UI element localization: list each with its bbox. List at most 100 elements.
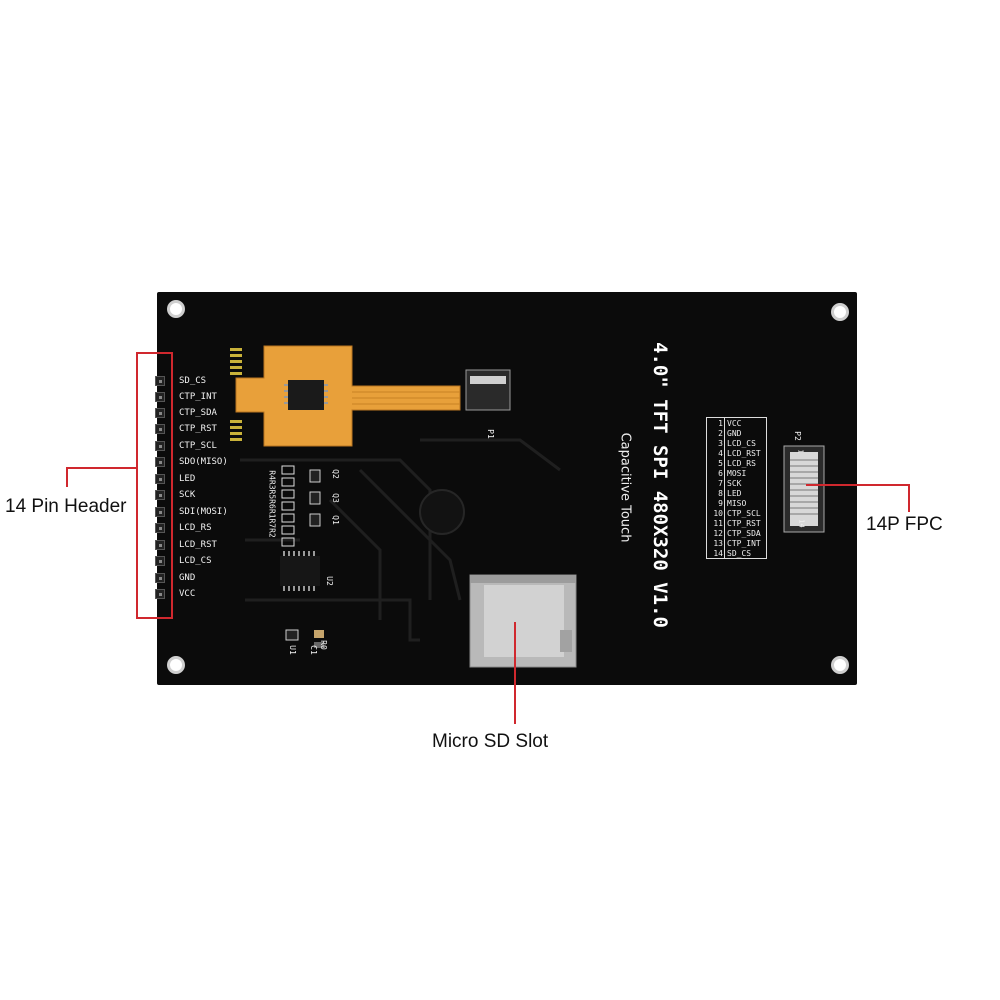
pin-signal: MISO: [727, 499, 747, 508]
header-pin: [155, 376, 165, 386]
pin-number: 6: [718, 469, 723, 478]
table-row: 9 MISO: [707, 499, 766, 509]
fpc-leader-horizontal: [806, 484, 910, 486]
header-pin: [155, 424, 165, 434]
mounting-hole-bottom-left: [167, 656, 185, 674]
mounting-hole-top-left: [167, 300, 185, 318]
header-pin: [155, 556, 165, 566]
header-pin: [155, 408, 165, 418]
header-pin: [155, 441, 165, 451]
pin-label: SDI(MOSI): [179, 507, 228, 517]
fpc-pinout-table: 1 VCC 2 GND 3 LCD_CS 4 LCD_RST 5 LCD_RS 6 MOSI…: [706, 417, 767, 559]
pin-signal: LCD_CS: [727, 439, 756, 448]
pin-number: 12: [713, 529, 723, 538]
table-divider: [724, 418, 725, 558]
pin-number: 14: [713, 549, 723, 558]
header-pin: [155, 474, 165, 484]
sd-slot-leader: [514, 622, 516, 724]
pin-label: CTP_SCL: [179, 441, 217, 451]
pin-signal: GND: [727, 429, 742, 438]
table-row: 5 LCD_RS: [707, 459, 766, 469]
pin-label: CTP_INT: [179, 392, 217, 402]
table-row: 8 LED: [707, 489, 766, 499]
mounting-hole-top-right: [831, 303, 849, 321]
fpc-callout: 14P FPC: [866, 514, 943, 535]
pin-signal: CTP_SDA: [727, 529, 761, 538]
pin-number: 4: [718, 449, 723, 458]
u2-label: U2: [324, 576, 334, 586]
pin-signal: VCC: [727, 419, 742, 428]
pin-number: 7: [718, 479, 723, 488]
header-pin: [155, 457, 165, 467]
pin-signal: LCD_RST: [727, 449, 761, 458]
pin-signal: CTP_RST: [727, 519, 761, 528]
mounting-hole-bottom-right: [831, 656, 849, 674]
board-title: 4.0" TFT SPI 480X320 V1.0: [649, 342, 671, 628]
header-pin: [155, 507, 165, 517]
table-row: 13 CTP_INT: [707, 539, 766, 549]
pin-label: CTP_RST: [179, 424, 217, 434]
pin-label: SCK: [179, 490, 196, 500]
pin-header-highlight: [136, 352, 173, 619]
u1-label: U1: [287, 645, 297, 655]
pin-label: SDO(MISO): [179, 457, 228, 467]
pin-number: 1: [718, 419, 723, 428]
fpc-pin-last: 14: [797, 519, 806, 528]
table-row: 4 LCD_RST: [707, 449, 766, 459]
table-row: 1 VCC: [707, 419, 766, 429]
pin-number: 8: [718, 489, 723, 498]
q3-label: Q3: [330, 493, 340, 503]
table-row: 10 CTP_SCL: [707, 509, 766, 519]
r0-label: R0: [318, 640, 328, 650]
table-row: 14 SD_CS: [707, 549, 766, 559]
pin-signal: SD_CS: [727, 549, 752, 558]
resistor-labels: R4R3R5R6R1R7R2: [267, 470, 277, 538]
c1-label: C1: [308, 645, 318, 655]
pin-number: 2: [718, 429, 723, 438]
header-pin: [155, 490, 165, 500]
pin-label: LCD_RS: [179, 523, 212, 533]
pin-label: GND: [179, 573, 196, 583]
pin-signal: MOSI: [727, 469, 747, 478]
pin-number: 13: [713, 539, 723, 548]
p2-label: P2: [792, 431, 802, 441]
pin-signal: LCD_RS: [727, 459, 756, 468]
pin-header-leader-vertical: [66, 467, 68, 487]
header-pin: [155, 573, 165, 583]
pin-signal: CTP_INT: [727, 539, 761, 548]
table-row: 6 MOSI: [707, 469, 766, 479]
pin-signal: LED: [727, 489, 742, 498]
pin-header-callout: 14 Pin Header: [5, 496, 127, 517]
header-pin: [155, 392, 165, 402]
pin-signal: SCK: [727, 479, 742, 488]
header-pin: [155, 523, 165, 533]
pin-number: 10: [713, 509, 723, 518]
header-pin: [155, 589, 165, 599]
pin-label: LCD_CS: [179, 556, 212, 566]
header-pin: [155, 540, 165, 550]
table-row: 12 CTP_SDA: [707, 529, 766, 539]
pin-label: LCD_RST: [179, 540, 217, 550]
pin-number: 9: [718, 499, 723, 508]
table-row: 7 SCK: [707, 479, 766, 489]
fpc-pin-first: 1: [796, 449, 805, 454]
pin-label: SD_CS: [179, 376, 207, 386]
q1-label: Q1: [330, 515, 340, 525]
pin-number: 11: [713, 519, 723, 528]
table-row: 3 LCD_CS: [707, 439, 766, 449]
pin-signal: CTP_SCL: [727, 509, 761, 518]
fpc-leader-vertical: [908, 484, 910, 512]
pin-number: 5: [718, 459, 723, 468]
sd-slot-callout: Micro SD Slot: [432, 731, 549, 752]
table-row: 11 CTP_RST: [707, 519, 766, 529]
board-subtitle: Capacitive Touch: [617, 432, 633, 543]
table-row: 2 GND: [707, 429, 766, 439]
q2-label: Q2: [330, 469, 340, 479]
pin-label: CTP_SDA: [179, 408, 217, 418]
p1-label: P1: [485, 429, 495, 439]
pin-number: 3: [718, 439, 723, 448]
pin-label: LED: [179, 474, 196, 484]
pin-label: VCC: [179, 589, 196, 599]
pin-header-leader-horizontal: [66, 467, 136, 469]
